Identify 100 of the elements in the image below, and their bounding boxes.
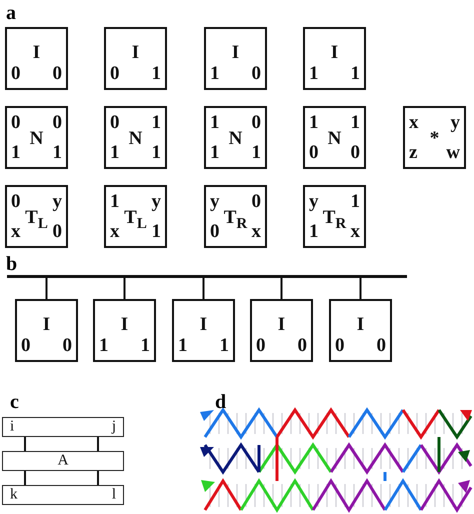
tile-letter: T$_{R}$ bbox=[224, 206, 248, 229]
tile-box bbox=[104, 106, 167, 169]
tile-box bbox=[250, 299, 313, 362]
corner-value: y bbox=[309, 191, 318, 213]
tile-letter: N bbox=[128, 128, 142, 150]
panel-label: a bbox=[6, 3, 16, 23]
corner-value: 0 bbox=[52, 63, 62, 85]
layer-bar bbox=[2, 451, 124, 471]
tile-letter: I bbox=[330, 42, 338, 64]
tile-box bbox=[204, 27, 267, 90]
connector-line bbox=[97, 437, 99, 451]
corner-value: 1 bbox=[210, 112, 220, 134]
corner-value: x bbox=[409, 112, 418, 134]
tile-box bbox=[403, 106, 466, 169]
corner-value: 0 bbox=[62, 335, 72, 357]
connector-line bbox=[124, 278, 126, 299]
tile-box bbox=[303, 185, 366, 248]
corner-value: 0 bbox=[252, 191, 261, 213]
corner-value: 0 bbox=[298, 335, 307, 357]
corner-value: 1 bbox=[152, 221, 161, 243]
tile-letter: I bbox=[32, 42, 40, 64]
corner-value: 1 bbox=[350, 112, 360, 134]
tile-box bbox=[204, 106, 267, 169]
tile-letter: T$_{L}$ bbox=[25, 206, 48, 229]
corner-value: 1 bbox=[309, 63, 318, 85]
panel-label: c bbox=[10, 392, 19, 412]
tile-letter: I bbox=[132, 42, 140, 64]
tile-box bbox=[15, 299, 78, 362]
corner-value: 1 bbox=[110, 191, 120, 213]
bus-line bbox=[7, 275, 407, 278]
connector-line bbox=[46, 278, 48, 299]
corner-value: 0 bbox=[52, 112, 62, 134]
tile-letter: I bbox=[278, 314, 286, 336]
tile-letter: I bbox=[356, 314, 364, 336]
tile-letter: I bbox=[120, 314, 128, 336]
bar-label: k bbox=[10, 486, 18, 504]
panel-label: d bbox=[215, 392, 226, 412]
corner-value: 1 bbox=[252, 142, 261, 164]
tile-box bbox=[172, 299, 235, 362]
corner-value: 0 bbox=[11, 191, 20, 213]
corner-value: 0 bbox=[52, 221, 62, 243]
corner-value: 1 bbox=[350, 63, 360, 85]
connector-line bbox=[280, 278, 282, 299]
tile-box bbox=[104, 185, 167, 248]
corner-value: 0 bbox=[376, 335, 386, 357]
corner-value: 0 bbox=[110, 63, 120, 85]
connector-line bbox=[360, 278, 362, 299]
bar-label: l bbox=[112, 486, 116, 504]
tile-letter: N bbox=[328, 128, 342, 150]
tile-letter: T$_{L}$ bbox=[124, 206, 147, 229]
corner-value: x bbox=[252, 221, 261, 243]
corner-value: 1 bbox=[99, 335, 108, 357]
corner-value: 1 bbox=[350, 191, 360, 213]
tile-box bbox=[5, 106, 68, 169]
corner-value: z bbox=[409, 142, 418, 164]
corner-value: 1 bbox=[11, 142, 20, 164]
corner-value: 1 bbox=[110, 142, 120, 164]
corner-value: 1 bbox=[210, 142, 220, 164]
connector-line bbox=[97, 471, 99, 485]
corner-value: x bbox=[110, 221, 120, 243]
connector-line bbox=[202, 278, 204, 299]
corner-value: 0 bbox=[309, 142, 318, 164]
corner-value: 0 bbox=[110, 112, 120, 134]
tile-box bbox=[303, 27, 366, 90]
tile-letter: I bbox=[42, 314, 50, 336]
bar-label: j bbox=[112, 418, 116, 436]
layer-bar bbox=[2, 417, 124, 437]
bar-label: i bbox=[10, 418, 14, 436]
corner-value: 0 bbox=[11, 63, 20, 85]
tile-letter: I bbox=[232, 42, 240, 64]
tile-letter: N bbox=[30, 128, 44, 150]
corner-value: 0 bbox=[256, 335, 266, 357]
tile-box bbox=[93, 299, 156, 362]
corner-value: 1 bbox=[309, 112, 318, 134]
corner-value: y bbox=[152, 191, 161, 213]
corner-value: 1 bbox=[52, 142, 62, 164]
corner-value: 0 bbox=[21, 335, 30, 357]
corner-value: y bbox=[450, 112, 460, 134]
corner-value: 1 bbox=[178, 335, 188, 357]
layer-bar bbox=[2, 485, 124, 505]
corner-value: 1 bbox=[210, 63, 220, 85]
corner-value: w bbox=[446, 142, 460, 164]
corner-value: 1 bbox=[220, 335, 229, 357]
bar-label: A bbox=[58, 452, 68, 470]
corner-value: y bbox=[52, 191, 62, 213]
connector-line bbox=[24, 437, 26, 451]
corner-value: 0 bbox=[350, 142, 360, 164]
tile-box bbox=[204, 185, 267, 248]
corner-value: y bbox=[210, 191, 220, 213]
tile-letter: * bbox=[430, 128, 440, 150]
corner-value: 0 bbox=[210, 221, 220, 243]
tile-letter: I bbox=[200, 314, 208, 336]
tile-box bbox=[5, 185, 68, 248]
tile-box bbox=[329, 299, 392, 362]
tile-box bbox=[104, 27, 167, 90]
panel-label: b bbox=[6, 254, 18, 274]
tile-box bbox=[5, 27, 68, 90]
corner-value: x bbox=[350, 221, 360, 243]
tile-letter: T$_{R}$ bbox=[322, 206, 346, 229]
corner-value: 1 bbox=[309, 221, 318, 243]
